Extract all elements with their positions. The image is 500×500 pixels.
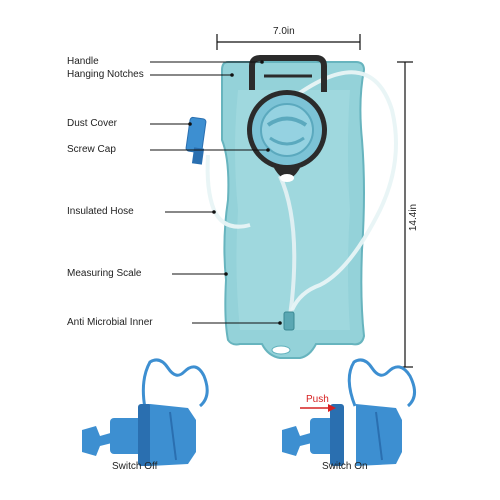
valve-switch-on — [282, 358, 416, 466]
screw-cap-icon — [247, 90, 327, 182]
callout-dust-cover: Dust Cover — [67, 118, 118, 129]
callout-leaders — [150, 61, 280, 324]
callout-handle: Handle — [67, 56, 99, 67]
bite-valve-icon — [185, 116, 207, 165]
push-label: Push — [306, 394, 329, 405]
callout-measuring-scale: Measuring Scale — [67, 268, 142, 279]
insulated-hose-outer — [288, 70, 398, 311]
width-dimension-label: 7.0in — [273, 26, 295, 37]
callout-anti-microbial-inner: Anti Microbial Inner — [67, 317, 153, 328]
callout-insulated-hose: Insulated Hose — [67, 206, 134, 217]
inner-tube-fitting — [283, 311, 295, 331]
switch-off-label: Switch Off — [112, 461, 158, 472]
callout-hanging-notches: Hanging Notches — [67, 69, 144, 80]
callout-dots — [188, 60, 282, 325]
switch-on-label: Switch On — [322, 461, 368, 472]
height-dimension-label: 14.4in — [408, 203, 420, 232]
width-dimension-line — [216, 34, 361, 50]
valve-switch-off — [82, 358, 209, 466]
insulated-hose — [278, 175, 297, 317]
push-arrow-icon — [300, 404, 336, 412]
callout-screw-cap: Screw Cap — [67, 144, 116, 155]
handle-icon — [249, 55, 327, 92]
bottom-notch — [271, 345, 291, 355]
insulated-hose-left — [205, 154, 251, 229]
